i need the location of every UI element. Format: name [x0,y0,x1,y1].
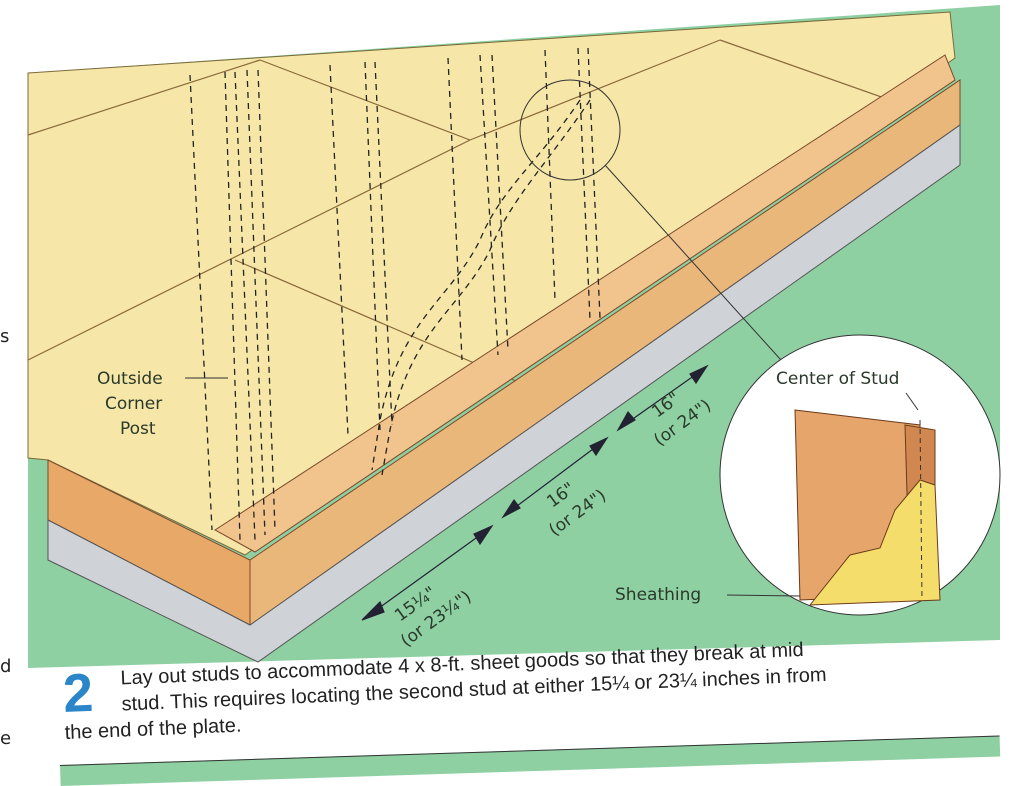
margin-text: d [0,656,12,677]
step-number: 2 [61,662,95,724]
stud-dashed-lines [189,47,601,541]
plywood-sheathing [27,11,956,556]
sheet-seams [27,39,891,401]
foundation [47,124,961,663]
sheathing-detail [808,479,941,606]
svg-text:Post: Post [120,419,156,439]
outside-corner-post-label: Outside Corner Post [97,369,228,439]
svg-text:Center of Stud: Center of Stud [776,369,899,389]
top-plate [214,54,956,553]
detail-inset: Center of Stud Sheathing [615,334,1001,616]
svg-text:Sheathing: Sheathing [615,585,701,605]
svg-text:Corner: Corner [105,394,162,414]
detail-callout-circle [519,79,621,181]
svg-text:Outside: Outside [97,369,163,389]
margin-text: s [0,326,10,347]
callout-leader [604,164,791,371]
margin-text: e [0,728,12,749]
dimension-lines [361,364,709,621]
